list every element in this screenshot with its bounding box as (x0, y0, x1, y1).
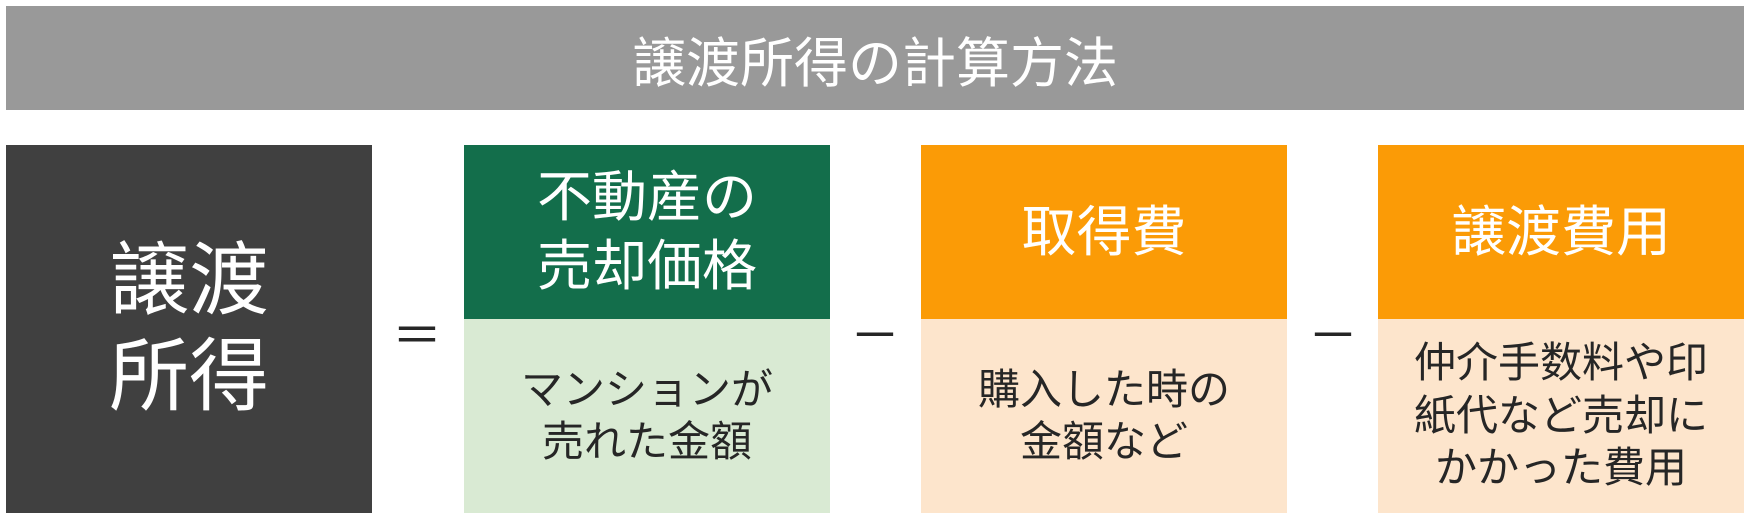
term-1-detail: マンションが 売れた金額 (464, 319, 830, 513)
minus-sign-1: － (850, 307, 900, 365)
diagram-title: 譲渡所得の計算方法 (632, 31, 1118, 95)
term-3-heading: 譲渡費用 (1378, 145, 1744, 319)
term-3-detail: 仲介手数料や印 紙代など売却に かかった費用 (1378, 319, 1744, 513)
term-2-detail: 購入した時の 金額など (921, 319, 1287, 513)
term-2-heading: 取得費 (921, 145, 1287, 319)
result-box: 譲渡 所得 (6, 145, 372, 513)
title-banner: 譲渡所得の計算方法 (6, 6, 1744, 110)
equals-sign: ＝ (392, 307, 442, 365)
term-1-heading: 不動産の 売却価格 (464, 145, 830, 319)
minus-sign-2: － (1308, 307, 1358, 365)
